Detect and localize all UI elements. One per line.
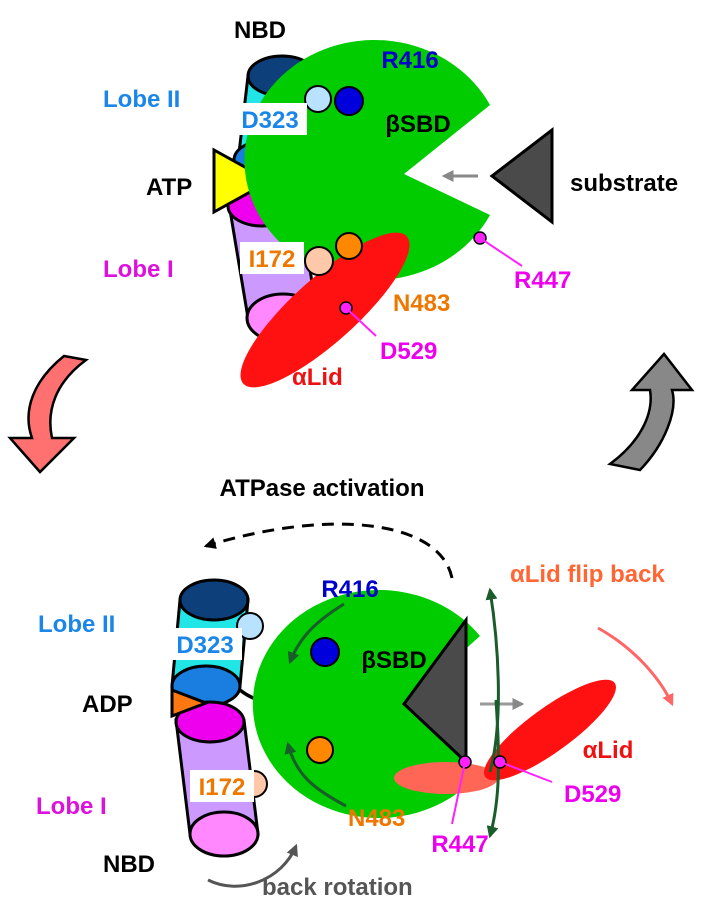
transition-down-arrow (7, 354, 90, 474)
r416-label-bottom: R416 (321, 576, 378, 603)
atpase-activation-arrow (203, 522, 454, 579)
back-rotation-arrow (207, 843, 298, 888)
flip-back-label: αLid flip back (510, 561, 665, 588)
lobe1-label-bottom: Lobe I (36, 793, 107, 820)
rotation-arrow-left-lower (284, 741, 347, 808)
adp-state: ATPase activation Lobe II D323 ADP I172 … (36, 475, 674, 901)
lid-helix (240, 232, 410, 388)
d323-label: D323 (241, 107, 298, 134)
r416-label: R416 (381, 47, 438, 74)
rotation-arrow-left-upper (287, 602, 345, 665)
bound-substrate-triangle (402, 615, 468, 766)
n483-label-bottom: N483 (348, 805, 405, 832)
residue-n483-marker (335, 232, 363, 260)
adp-triangle (170, 687, 211, 719)
rotation-arrow-upper (485, 587, 500, 773)
rotation-arrow-lower (486, 699, 500, 839)
nbd-label-bottom: NBD (103, 851, 155, 878)
adp-label: ADP (82, 691, 133, 718)
d323-label-box-bottom (168, 628, 242, 660)
lobe1-label: Lobe I (103, 256, 174, 283)
sbd-label: βSBD (385, 111, 450, 138)
residue-n483-marker-bottom (306, 736, 334, 764)
sbd-label-bottom: βSBD (361, 647, 426, 674)
back-rotation-label: back rotation (262, 874, 413, 901)
atp-state: NBD Lobe II D323 ATP I172 Lobe I R416 βS… (103, 17, 678, 391)
i172-label-box-bottom (190, 770, 254, 802)
transition-up-arrow (606, 352, 695, 472)
nbd-label: NBD (234, 17, 286, 44)
lid-label-bottom: αLid (583, 737, 634, 764)
r447-leader (479, 237, 523, 267)
i172-label-bottom: I172 (199, 774, 246, 801)
i172-label: I172 (249, 246, 296, 273)
i172-label-box (240, 242, 304, 274)
residue-i172-marker (304, 246, 334, 276)
r447-leader-bottom (451, 761, 466, 825)
residue-d323-marker-bottom (236, 612, 264, 640)
d529-label: D529 (380, 338, 437, 365)
atp-triangle (212, 147, 274, 215)
substrate-label: substrate (570, 170, 678, 197)
residue-r416-marker (334, 86, 364, 116)
residue-d323-marker (304, 85, 332, 113)
d529-leader-bottom (499, 761, 553, 783)
residue-r416-marker-bottom (310, 637, 340, 667)
atp-label: ATP (146, 174, 192, 201)
substrate-triangle (489, 126, 554, 226)
d323-label-box (233, 103, 307, 135)
lobe2-label-bottom: Lobe II (38, 611, 115, 638)
lid-remnant (394, 762, 498, 794)
lid-label: αLid (292, 364, 343, 391)
flip-back-arrow (597, 626, 674, 707)
r447-label: R447 (514, 267, 571, 294)
d323-label-bottom: D323 (176, 632, 233, 659)
sbd-domain-bottom (252, 590, 480, 819)
r447-label-bottom: R447 (431, 831, 488, 858)
d529-leader (345, 307, 377, 337)
atpase-activation-label: ATPase activation (220, 475, 425, 502)
n483-label: N483 (393, 290, 450, 317)
d529-label-bottom: D529 (564, 781, 621, 808)
lobe2-label: Lobe II (103, 86, 180, 113)
lid-helix-bottom (483, 679, 617, 781)
